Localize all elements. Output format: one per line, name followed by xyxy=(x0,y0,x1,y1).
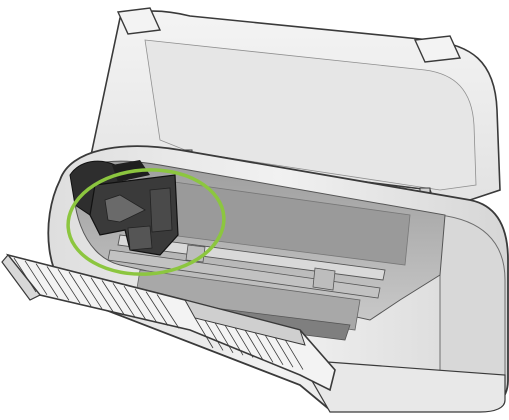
flap-rib xyxy=(101,280,125,315)
flap-rib xyxy=(57,268,81,304)
flap-rib xyxy=(79,274,103,310)
flap-rib xyxy=(284,339,304,370)
flap-rib xyxy=(145,291,169,326)
flap-rib xyxy=(264,334,284,366)
flap-rib xyxy=(13,257,37,293)
flap-rib xyxy=(134,288,158,324)
flap-rib xyxy=(274,336,294,368)
flap-rib xyxy=(214,322,234,354)
flap-rib xyxy=(112,282,136,318)
flap-rib xyxy=(123,285,147,321)
flap-rib xyxy=(68,271,92,307)
paper-output-flap xyxy=(1,253,336,392)
flap-rib xyxy=(156,294,180,329)
flap-rib xyxy=(234,327,254,358)
flap-rib xyxy=(254,332,274,363)
flap-rib xyxy=(24,260,48,296)
flap-rib xyxy=(90,277,114,312)
flap-rib xyxy=(46,266,70,301)
highlight-ellipse xyxy=(66,168,226,276)
print-cartridge-carriage xyxy=(69,160,179,256)
flap-rib xyxy=(194,317,214,349)
flap-rib xyxy=(35,263,59,298)
flap-rib xyxy=(204,320,224,351)
flap-rib xyxy=(224,324,244,356)
flap-rib xyxy=(244,329,264,361)
